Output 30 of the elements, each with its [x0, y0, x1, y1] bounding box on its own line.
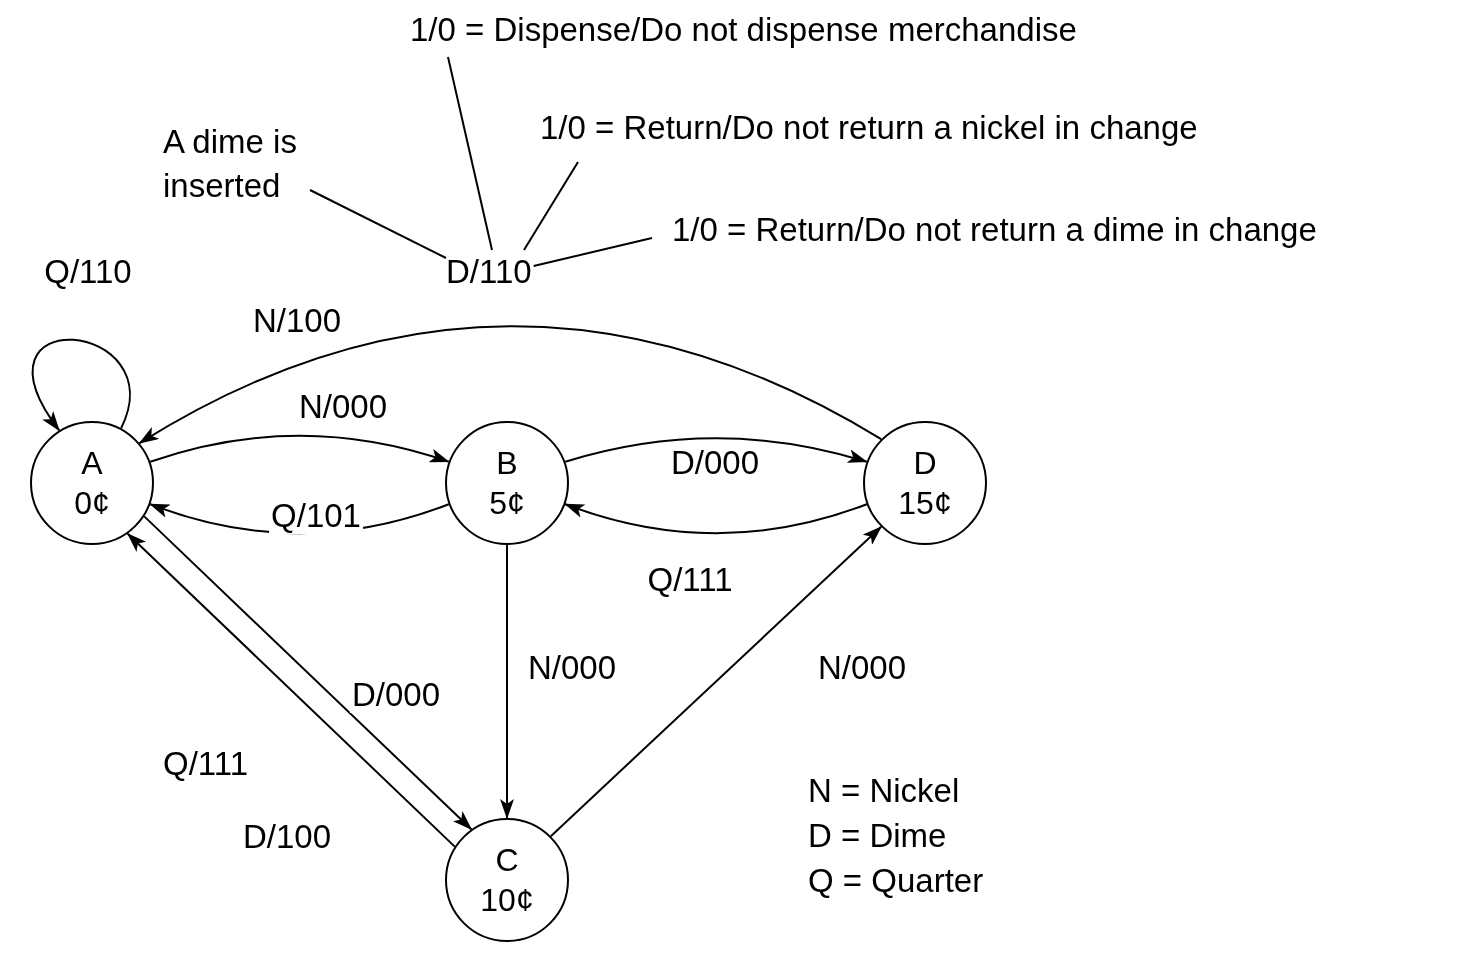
annotation-text: 1/0 = Return/Do not return a nickel in change [540, 106, 1198, 150]
state-amount: 0¢ [74, 484, 110, 523]
transition-arrow [500, 544, 514, 819]
leader-line [523, 161, 579, 251]
key-text: Q = Quarter [808, 862, 984, 900]
output-annotation: D/110 [446, 250, 532, 294]
transition-arrow [564, 503, 868, 535]
transition-arrow [149, 434, 450, 463]
state-amount: 15¢ [898, 484, 952, 523]
key-text: D = Dime [808, 817, 947, 855]
transition-arrow [143, 515, 473, 831]
transition-arrow [126, 532, 456, 848]
leader-line [447, 56, 493, 251]
key-text: N = Nickel [808, 772, 960, 810]
self-loop-arrow [32, 338, 131, 432]
state-name: D [913, 444, 937, 483]
state-name: A [81, 444, 103, 483]
state-name: B [496, 444, 518, 483]
state-amount: 5¢ [489, 484, 525, 523]
transition-arrow [549, 525, 883, 838]
state-name: C [495, 841, 519, 880]
annotation-text: A dime is inserted [163, 120, 343, 208]
annotation-text: 1/0 = Return/Do not return a dime in change [672, 208, 1317, 252]
state-amount: 10¢ [480, 881, 534, 920]
annotation-text: 1/0 = Dispense/Do not dispense merchandise [410, 8, 1077, 52]
transition-arrow [138, 325, 883, 445]
transition-arrow [564, 437, 868, 464]
leader-line [532, 237, 653, 267]
edge-label: Q/111 D/100 [163, 744, 333, 857]
leader-line [309, 189, 447, 259]
